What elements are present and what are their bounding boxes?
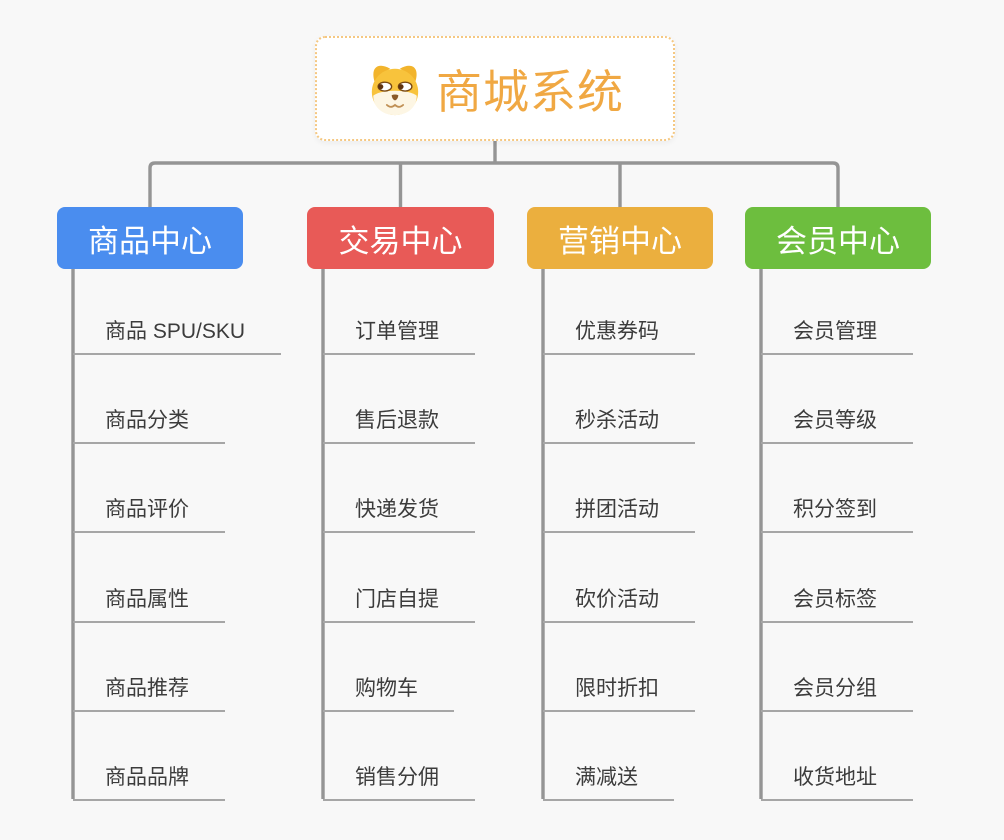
child-node[interactable]: 销售分佣 — [323, 763, 475, 801]
branch-header[interactable]: 营销中心 — [527, 207, 713, 269]
child-node[interactable]: 满减送 — [543, 763, 674, 801]
child-node[interactable]: 会员分组 — [761, 674, 913, 712]
child-node[interactable]: 快递发货 — [323, 495, 475, 533]
branch-label: 会员中心 — [776, 223, 900, 259]
child-node[interactable]: 商品属性 — [73, 585, 225, 623]
root-label: 商城系统 — [436, 65, 624, 118]
branch-label: 营销中心 — [558, 223, 682, 259]
child-node[interactable]: 砍价活动 — [543, 585, 695, 623]
child-node[interactable]: 售后退款 — [323, 406, 475, 444]
child-node[interactable]: 订单管理 — [323, 317, 475, 355]
branch-header[interactable]: 商品中心 — [57, 207, 243, 269]
child-node[interactable]: 会员管理 — [761, 317, 913, 355]
child-node[interactable]: 购物车 — [323, 674, 454, 712]
branch-label: 商品中心 — [88, 223, 212, 259]
branch-header[interactable]: 会员中心 — [745, 207, 931, 269]
child-node[interactable]: 门店自提 — [323, 585, 475, 623]
child-node[interactable]: 优惠券码 — [543, 317, 695, 355]
child-node[interactable]: 会员标签 — [761, 585, 913, 623]
child-node[interactable]: 商品品牌 — [73, 763, 225, 801]
child-node[interactable]: 商品 SPU/SKU — [73, 317, 282, 355]
child-node[interactable]: 商品评价 — [73, 495, 225, 533]
child-node[interactable]: 秒杀活动 — [543, 406, 695, 444]
root-node[interactable]: 商城系统 — [315, 36, 675, 141]
child-node[interactable]: 限时折扣 — [543, 674, 695, 712]
child-node[interactable]: 商品分类 — [73, 406, 225, 444]
branch-label: 交易中心 — [338, 223, 463, 259]
branch-header[interactable]: 交易中心 — [307, 207, 494, 269]
child-node[interactable]: 拼团活动 — [543, 495, 695, 533]
child-node[interactable]: 会员等级 — [761, 406, 913, 444]
dog-icon — [366, 61, 424, 117]
child-node[interactable]: 商品推荐 — [73, 674, 225, 712]
child-node[interactable]: 收货地址 — [761, 763, 913, 801]
child-node[interactable]: 积分签到 — [761, 495, 913, 533]
